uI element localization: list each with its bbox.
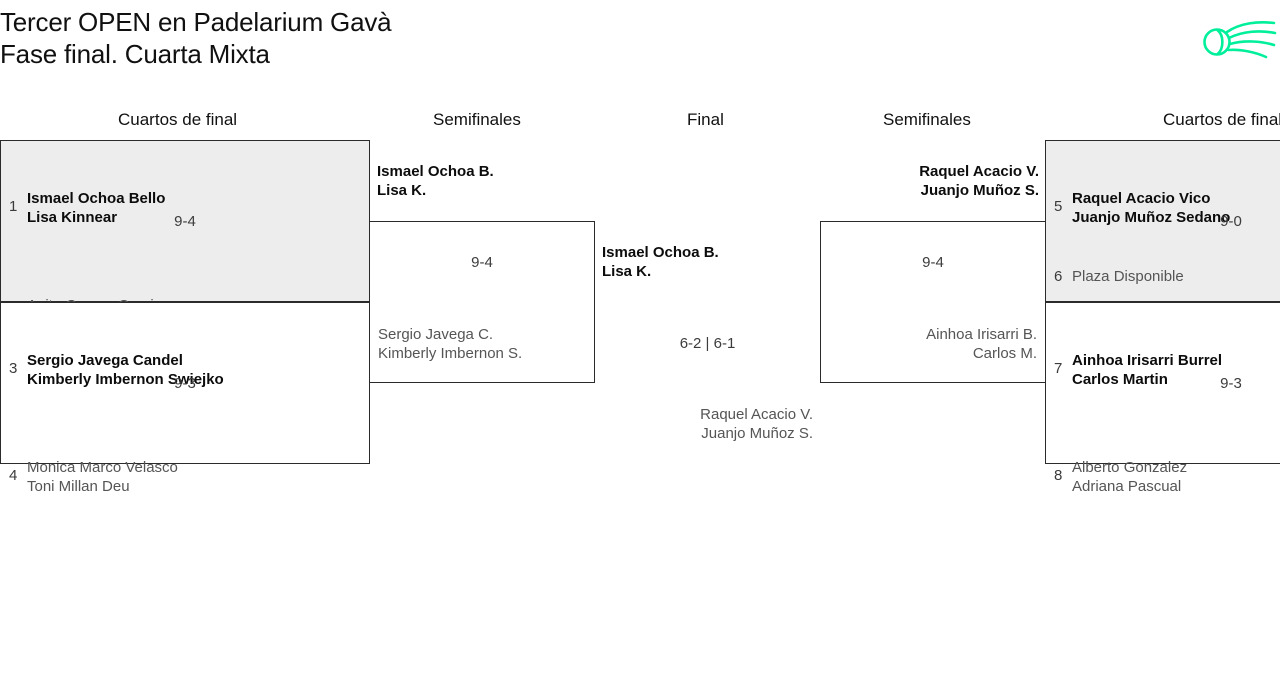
score-qf2: 9-3: [174, 375, 196, 392]
player-name: Ainhoa Irisarri B.: [926, 326, 1037, 343]
player-name: Adriana Pascual: [1072, 478, 1182, 495]
score-qf4: 9-3: [1220, 375, 1242, 392]
team-qf4-bottom: Alberto Gonzalez Adriana Pascual: [1072, 458, 1187, 496]
team-qf3-top: Raquel Acacio Vico Juanjo Muñoz Sedano: [1072, 189, 1230, 227]
title-line-1: Tercer OPEN en Padelarium Gavà: [0, 7, 392, 37]
player-name: Ismael Ochoa B.: [377, 163, 494, 180]
match-qf3[interactable]: 5 Raquel Acacio Vico Juanjo Muñoz Sedano…: [1045, 140, 1280, 302]
score-sf2: 9-4: [922, 254, 944, 271]
player-name: Raquel Acacio V.: [919, 163, 1039, 180]
match-qf2[interactable]: 3 Sergio Javega Candel Kimberly Imbernon…: [0, 302, 370, 495]
team-sf2-bottom: Ainhoa Irisarri B. Carlos M.: [926, 325, 1037, 363]
score-final: 6-2 | 6-1: [679, 335, 736, 352]
match-qf1[interactable]: 1 Ismael Ochoa Bello Lisa Kinnear 9-4 2 …: [0, 140, 370, 333]
team-final-top: Ismael Ochoa B. Lisa K.: [602, 243, 719, 281]
seed-number-3: 3: [9, 360, 18, 377]
player-name: Ismael Ochoa B.: [602, 244, 719, 261]
round-header-semifinales-left: Semifinales: [433, 110, 521, 129]
round-header-final: Final: [687, 110, 724, 129]
player-name: Raquel Acacio V.: [700, 406, 813, 423]
player-name: Raquel Acacio Vico: [1072, 190, 1211, 207]
seed-number-1: 1: [9, 198, 18, 215]
score-qf1: 9-4: [174, 213, 196, 230]
round-header-cuartos-de-final-left: Cuartos de final: [118, 110, 238, 129]
score-sf1: 9-4: [471, 254, 493, 271]
team-sf2-top: Raquel Acacio V. Juanjo Muñoz S.: [919, 162, 1039, 200]
player-name: Juanjo Muñoz S.: [701, 425, 813, 442]
team-qf2-bottom: Monica Marco Velasco Toni Millan Deu: [27, 458, 178, 496]
player-name: Juanjo Muñoz Sedano: [1072, 209, 1231, 226]
team-sf1-top: Ismael Ochoa B. Lisa K.: [377, 162, 494, 200]
padel-ball-swoosh-logo: [1200, 12, 1278, 64]
player-name: Juanjo Muñoz S.: [920, 182, 1039, 199]
title-line-2: Fase final. Cuarta Mixta: [0, 39, 270, 69]
player-name: Ainhoa Irisarri Burrel: [1072, 352, 1223, 369]
team-qf3-bottom: Plaza Disponible: [1072, 267, 1184, 286]
round-header-cuartos-de-final-right: Cuartos de final: [1163, 110, 1280, 129]
player-name: Alberto Gonzalez: [1072, 459, 1188, 476]
team-qf4-top: Ainhoa Irisarri Burrel Carlos Martin: [1072, 351, 1222, 389]
team-sf1-bottom: Sergio Javega C. Kimberly Imbernon S.: [378, 325, 522, 363]
team-final-bottom: Raquel Acacio V. Juanjo Muñoz S.: [700, 405, 813, 443]
player-name: Monica Marco Velasco: [27, 459, 178, 476]
match-qf4[interactable]: 7 Ainhoa Irisarri Burrel Carlos Martin 9…: [1045, 302, 1280, 495]
player-name: Lisa Kinnear: [27, 209, 118, 226]
seed-number-4: 4: [9, 467, 18, 484]
player-name: Plaza Disponible: [1072, 268, 1184, 285]
player-name: Sergio Javega Candel: [27, 352, 183, 369]
player-name: Kimberly Imbernon Swiejko: [27, 371, 224, 388]
seed-number-7: 7: [1054, 360, 1063, 377]
player-name: Carlos Martin: [1072, 371, 1168, 388]
team-qf1-top: Ismael Ochoa Bello Lisa Kinnear: [27, 189, 165, 227]
round-header-semifinales-right: Semifinales: [883, 110, 971, 129]
seed-number-5: 5: [1054, 198, 1063, 215]
team-qf2-top: Sergio Javega Candel Kimberly Imbernon S…: [27, 351, 224, 389]
player-name: Ismael Ochoa Bello: [27, 190, 166, 207]
player-name: Carlos M.: [972, 345, 1037, 362]
player-name: Kimberly Imbernon S.: [378, 345, 523, 362]
player-name: Toni Millan Deu: [27, 478, 130, 495]
score-qf3: 9-0: [1220, 213, 1242, 230]
player-name: Lisa K.: [602, 263, 652, 280]
player-name: Sergio Javega C.: [378, 326, 494, 343]
seed-number-8: 8: [1054, 467, 1063, 484]
match-sf1[interactable]: 9-4 Sergio Javega C. Kimberly Imbernon S…: [369, 221, 595, 383]
match-sf2[interactable]: 9-4 Ainhoa Irisarri B. Carlos M.: [820, 221, 1046, 383]
seed-number-6: 6: [1054, 268, 1063, 285]
player-name: Lisa K.: [377, 182, 427, 199]
